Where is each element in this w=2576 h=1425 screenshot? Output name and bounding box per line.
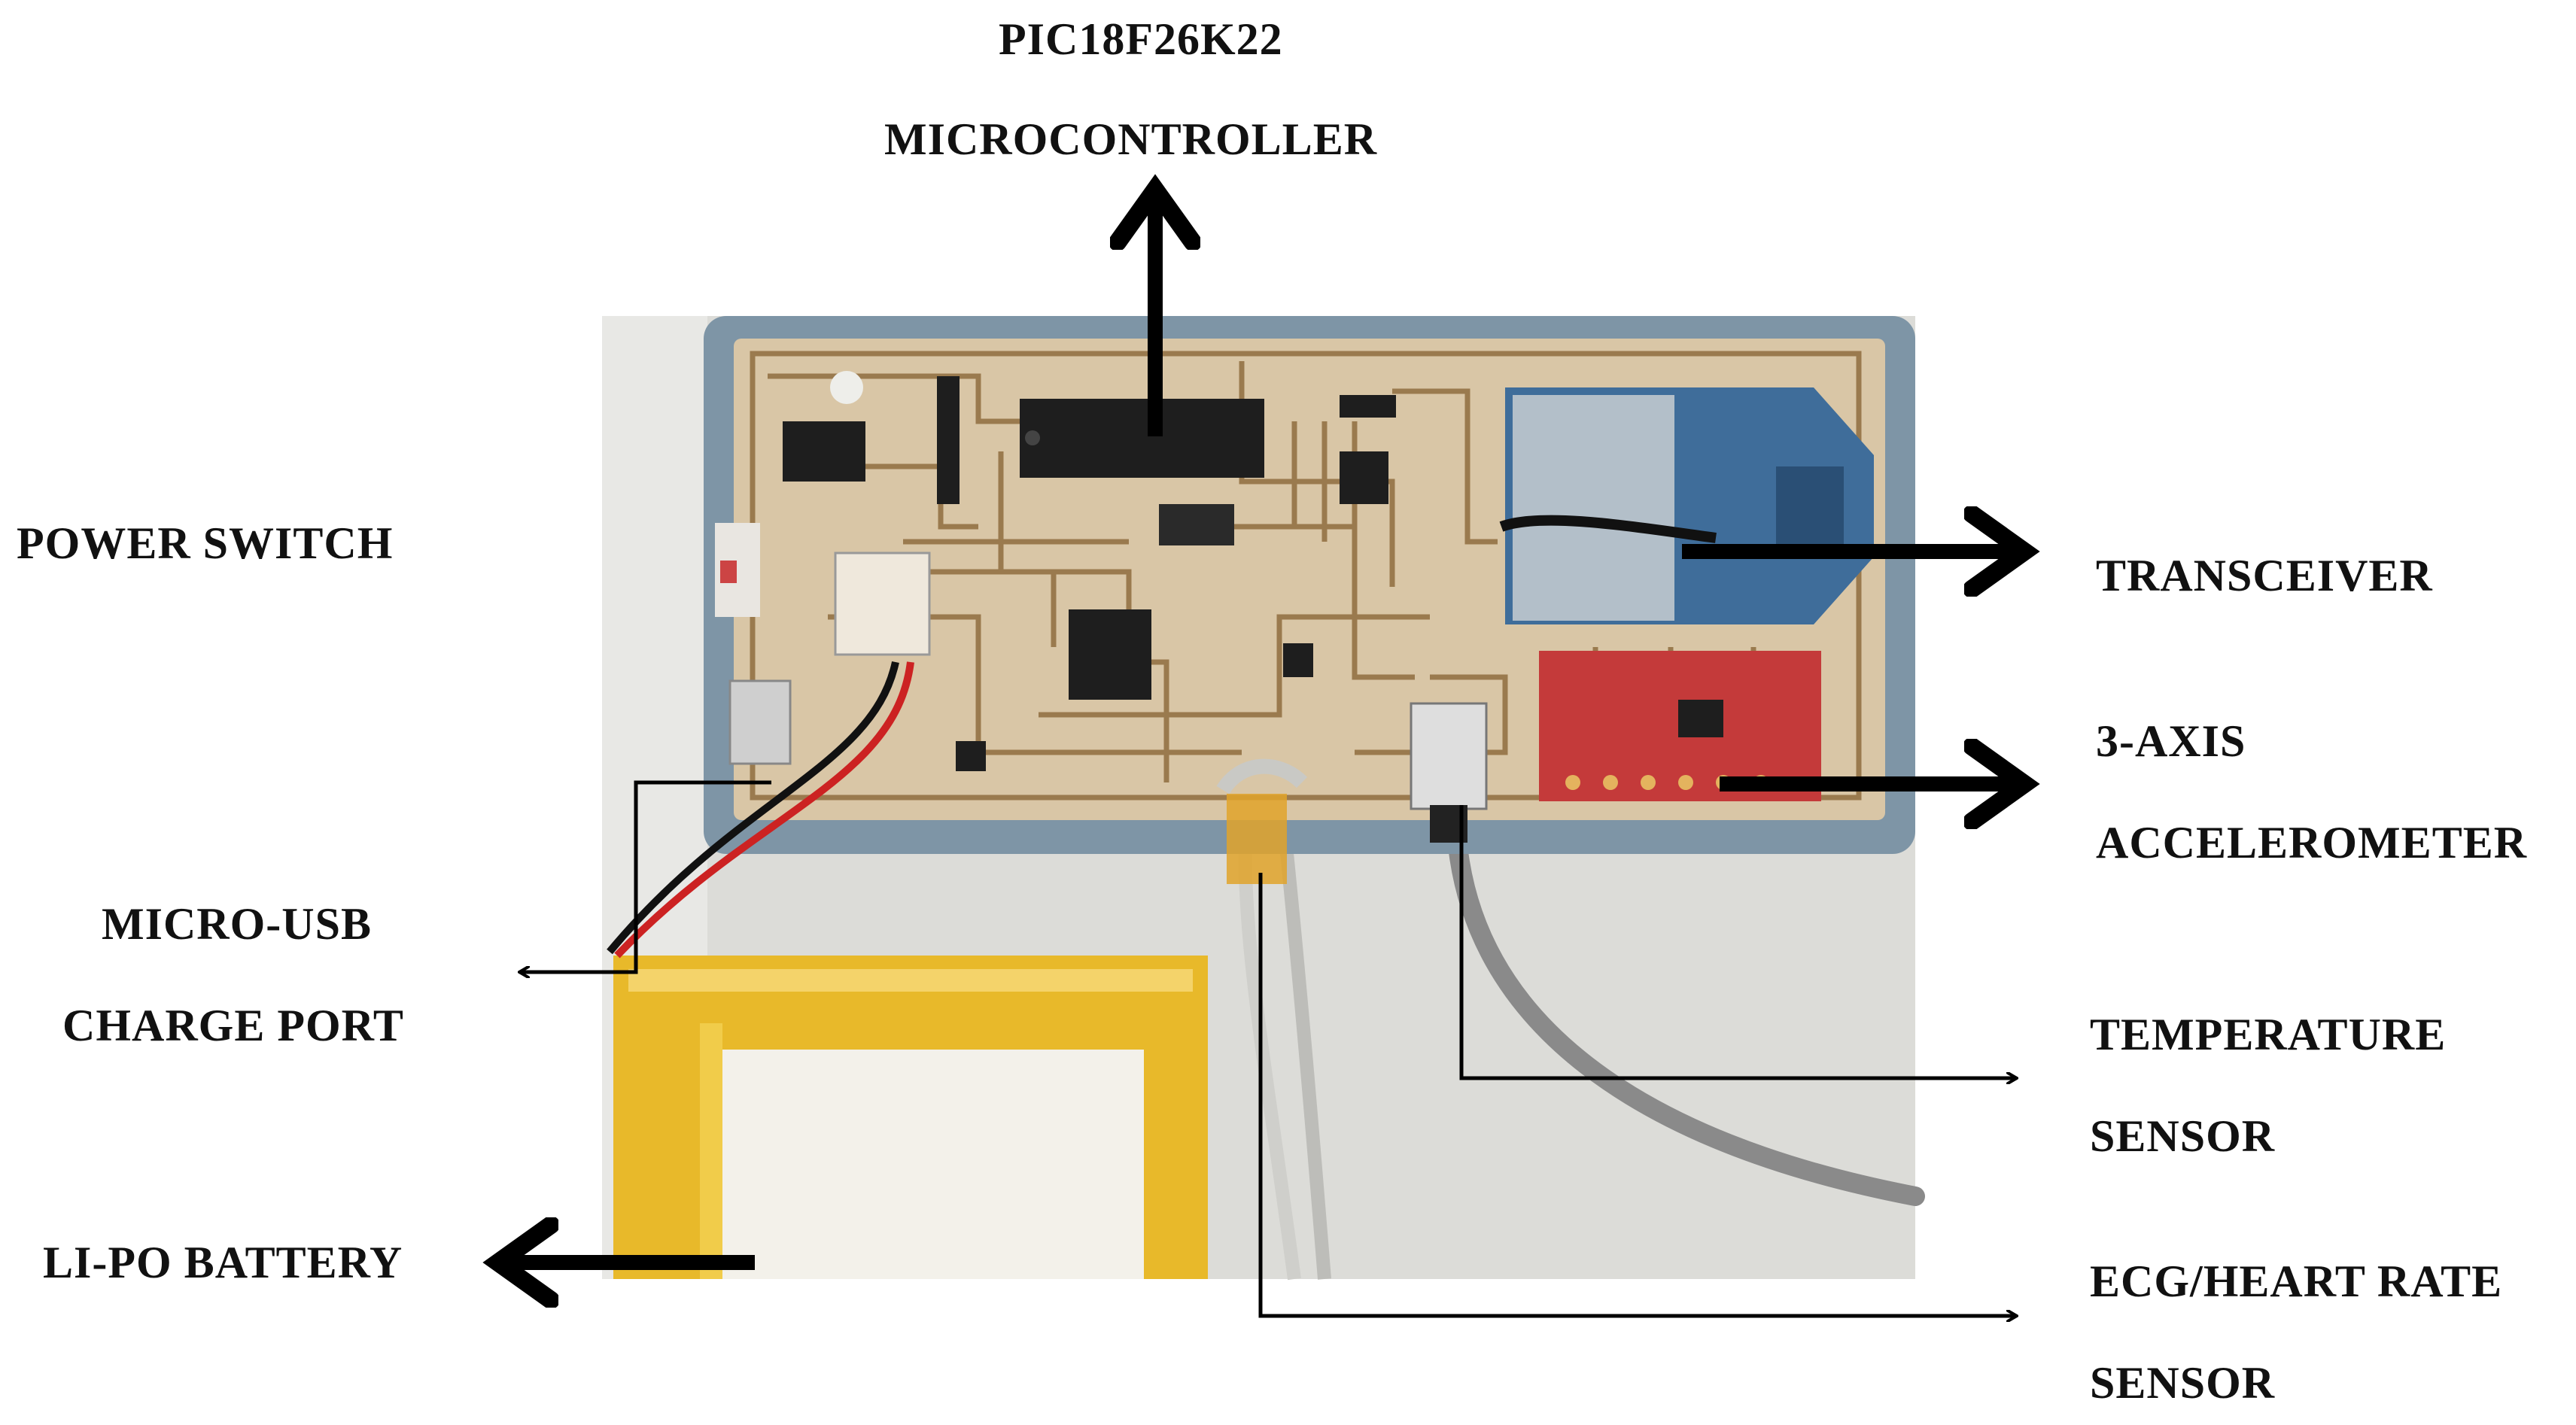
transceiver-label: TRANSCEIVER — [2096, 551, 2433, 600]
microcontroller-label-line1: PIC18F26K22 — [999, 14, 1283, 64]
temperature-label-line1: TEMPERATURE — [2090, 1010, 2447, 1059]
accelerometer-label-line2: ACCELEROMETER — [2096, 818, 2528, 867]
lipo-battery — [613, 956, 1208, 1279]
battery-label: LI-PO BATTERY — [43, 1238, 403, 1287]
microcontroller-chip — [1020, 399, 1264, 478]
pcb-traces — [750, 351, 1862, 801]
arrow-temperature — [1459, 805, 2017, 1078]
microcontroller-label-line2: MICROCONTROLLER — [884, 114, 1378, 164]
power-switch — [715, 523, 760, 617]
header-pins — [937, 376, 960, 504]
ecg-label-line1: ECG/HEART RATE — [2090, 1256, 2503, 1306]
temperature-label-line2: SENSOR — [2090, 1111, 2276, 1161]
temperature-jack — [1410, 702, 1488, 843]
ic-small-4 — [1283, 643, 1313, 677]
usb-label-line2: CHARGE PORT — [62, 1001, 404, 1050]
ic-small-3 — [1159, 504, 1234, 545]
battery-connector — [834, 551, 931, 656]
temperature-cable — [1446, 818, 1925, 1206]
accelerometer-label-line1: 3-AXIS — [2096, 716, 2246, 766]
xbee-transceiver — [1499, 387, 1874, 624]
capacitor — [830, 371, 863, 404]
ic-soic — [1069, 609, 1151, 700]
ic-small-5 — [956, 741, 986, 771]
battery-lead-red — [614, 661, 914, 959]
ic-small-1 — [1340, 395, 1396, 418]
arrows — [506, 197, 2017, 1316]
arrow-usb — [519, 780, 771, 972]
power-regulator — [783, 421, 865, 482]
ecg-connector — [1216, 758, 1308, 884]
usb-label-line1: MICRO-USB — [102, 899, 373, 949]
ic-small-2 — [1340, 451, 1388, 504]
micro-usb-port — [728, 679, 792, 765]
accelerometer-board — [1539, 651, 1821, 801]
battery-lead-black — [607, 661, 899, 955]
arrow-ecg — [1258, 873, 2017, 1316]
ecg-label-line2: SENSOR — [2090, 1358, 2276, 1408]
power-switch-label: POWER SWITCH — [17, 518, 394, 568]
